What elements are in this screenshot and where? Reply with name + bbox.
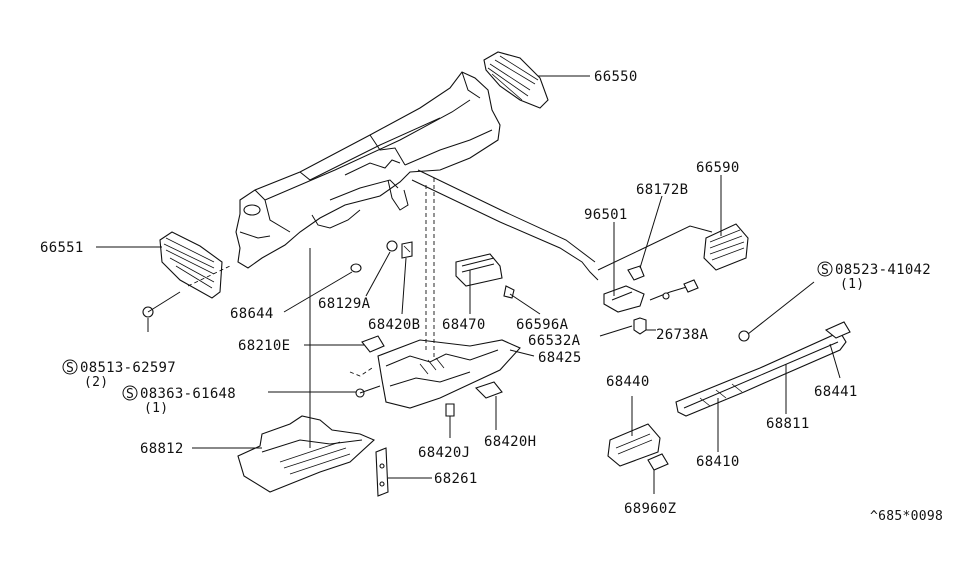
label-68441: 68441: [814, 384, 858, 400]
label-66551: 66551: [40, 240, 84, 256]
label-08523-qty: (1): [840, 277, 864, 292]
leader-lines: [96, 75, 841, 494]
duct-hose: [411, 169, 713, 281]
label-68470: 68470: [442, 317, 486, 333]
side-vent-66550: [483, 51, 549, 109]
part-68470: [455, 253, 503, 287]
lower-cover-68812: [237, 415, 375, 493]
symbol-s-08363: [122, 385, 138, 401]
label-68811: 68811: [766, 416, 810, 432]
label-08513-62597: 08513-62597: [80, 360, 176, 376]
label-68420B: 68420B: [368, 317, 420, 333]
label-96501: 96501: [584, 207, 628, 223]
label-66596A: 66596A: [516, 317, 569, 333]
symbol-s-08513-letter: S: [66, 361, 74, 376]
side-vent-66551: [159, 231, 223, 299]
label-68644: 68644: [230, 306, 274, 322]
label-08363-61648: 08363-61648: [140, 386, 236, 402]
label-66532A: 66532A: [528, 333, 581, 349]
label-08363-qty: (1): [144, 401, 168, 416]
label-08513-qty: (2): [84, 375, 108, 390]
label-68129A: 68129A: [318, 296, 371, 312]
label-26738A: 26738A: [656, 327, 709, 343]
label-68261: 68261: [434, 471, 478, 487]
label-66590: 66590: [696, 160, 740, 176]
bracket-68261: [375, 447, 389, 497]
diagram-code: ^685*0098: [870, 509, 943, 524]
garnish-assembly: [675, 321, 851, 417]
label-66550: 66550: [594, 69, 638, 85]
label-68440: 68440: [606, 374, 650, 390]
switch-panel-68440: [607, 423, 669, 471]
symbol-s-08513: [62, 359, 78, 375]
lower-tray-68425: [361, 335, 521, 417]
label-08523-41042: 08523-41042: [835, 262, 931, 278]
label-68410: 68410: [696, 454, 740, 470]
label-68420J: 68420J: [418, 445, 470, 461]
label-68420H: 68420H: [484, 434, 536, 450]
label-68960Z: 68960Z: [624, 501, 676, 517]
phantom-lines: [187, 178, 435, 377]
fasteners-upper: [142, 240, 750, 398]
instrument-panel: [235, 71, 501, 269]
label-68210E: 68210E: [238, 338, 290, 354]
symbol-s-08523: [817, 261, 833, 277]
symbol-s-08523-letter: S: [821, 263, 829, 278]
label-68172B: 68172B: [636, 182, 688, 198]
symbol-s-08363-letter: S: [126, 387, 134, 402]
label-68812: 68812: [140, 441, 184, 457]
center-vent-66590: [703, 223, 749, 271]
callout-labels: 66550 66590 68172B 96501 66551 S 08523-4…: [40, 69, 943, 524]
label-68425: 68425: [538, 350, 582, 366]
bracket-96501: [603, 265, 699, 335]
